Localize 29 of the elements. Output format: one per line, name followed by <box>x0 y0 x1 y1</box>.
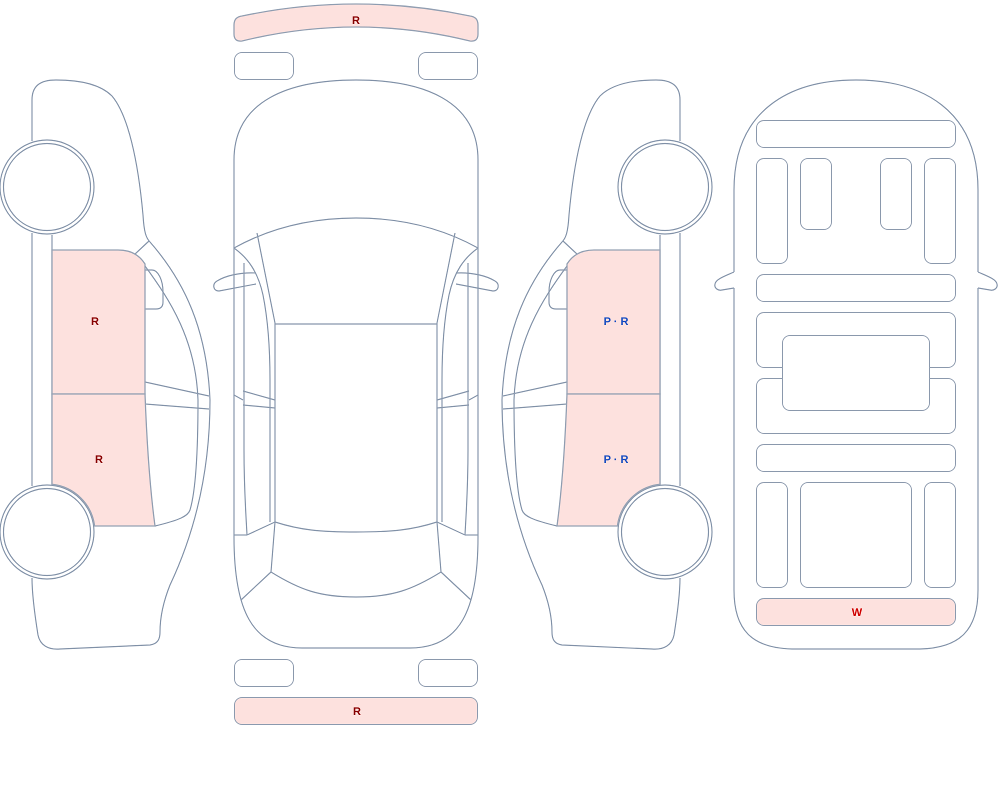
panel-code: R <box>352 14 360 28</box>
door-panel <box>567 250 660 394</box>
panel <box>756 598 956 626</box>
panel <box>924 482 956 588</box>
lamp-panel <box>234 52 294 80</box>
lamp-panel <box>234 659 294 687</box>
panel-code: R <box>353 706 361 718</box>
bumper-panel <box>234 3 478 43</box>
panel <box>756 158 788 264</box>
panel <box>756 444 956 472</box>
panel-code: R <box>95 454 103 466</box>
bumper-panel <box>234 697 478 725</box>
panel-code: P · R <box>604 454 628 466</box>
panel <box>756 274 956 302</box>
lamp-panel <box>418 659 478 687</box>
panel <box>782 335 930 411</box>
panel <box>756 120 956 148</box>
panel <box>880 158 912 230</box>
panel <box>756 482 788 588</box>
door-panel <box>52 250 145 394</box>
panel-code: R <box>91 316 99 328</box>
panel <box>800 158 832 230</box>
panel-code: P · R <box>604 316 628 328</box>
door-panel <box>557 394 660 526</box>
panel-code: W <box>852 606 862 620</box>
door-panel <box>52 394 155 526</box>
lamp-panel <box>418 52 478 80</box>
panel <box>800 482 912 588</box>
panel <box>924 158 956 264</box>
